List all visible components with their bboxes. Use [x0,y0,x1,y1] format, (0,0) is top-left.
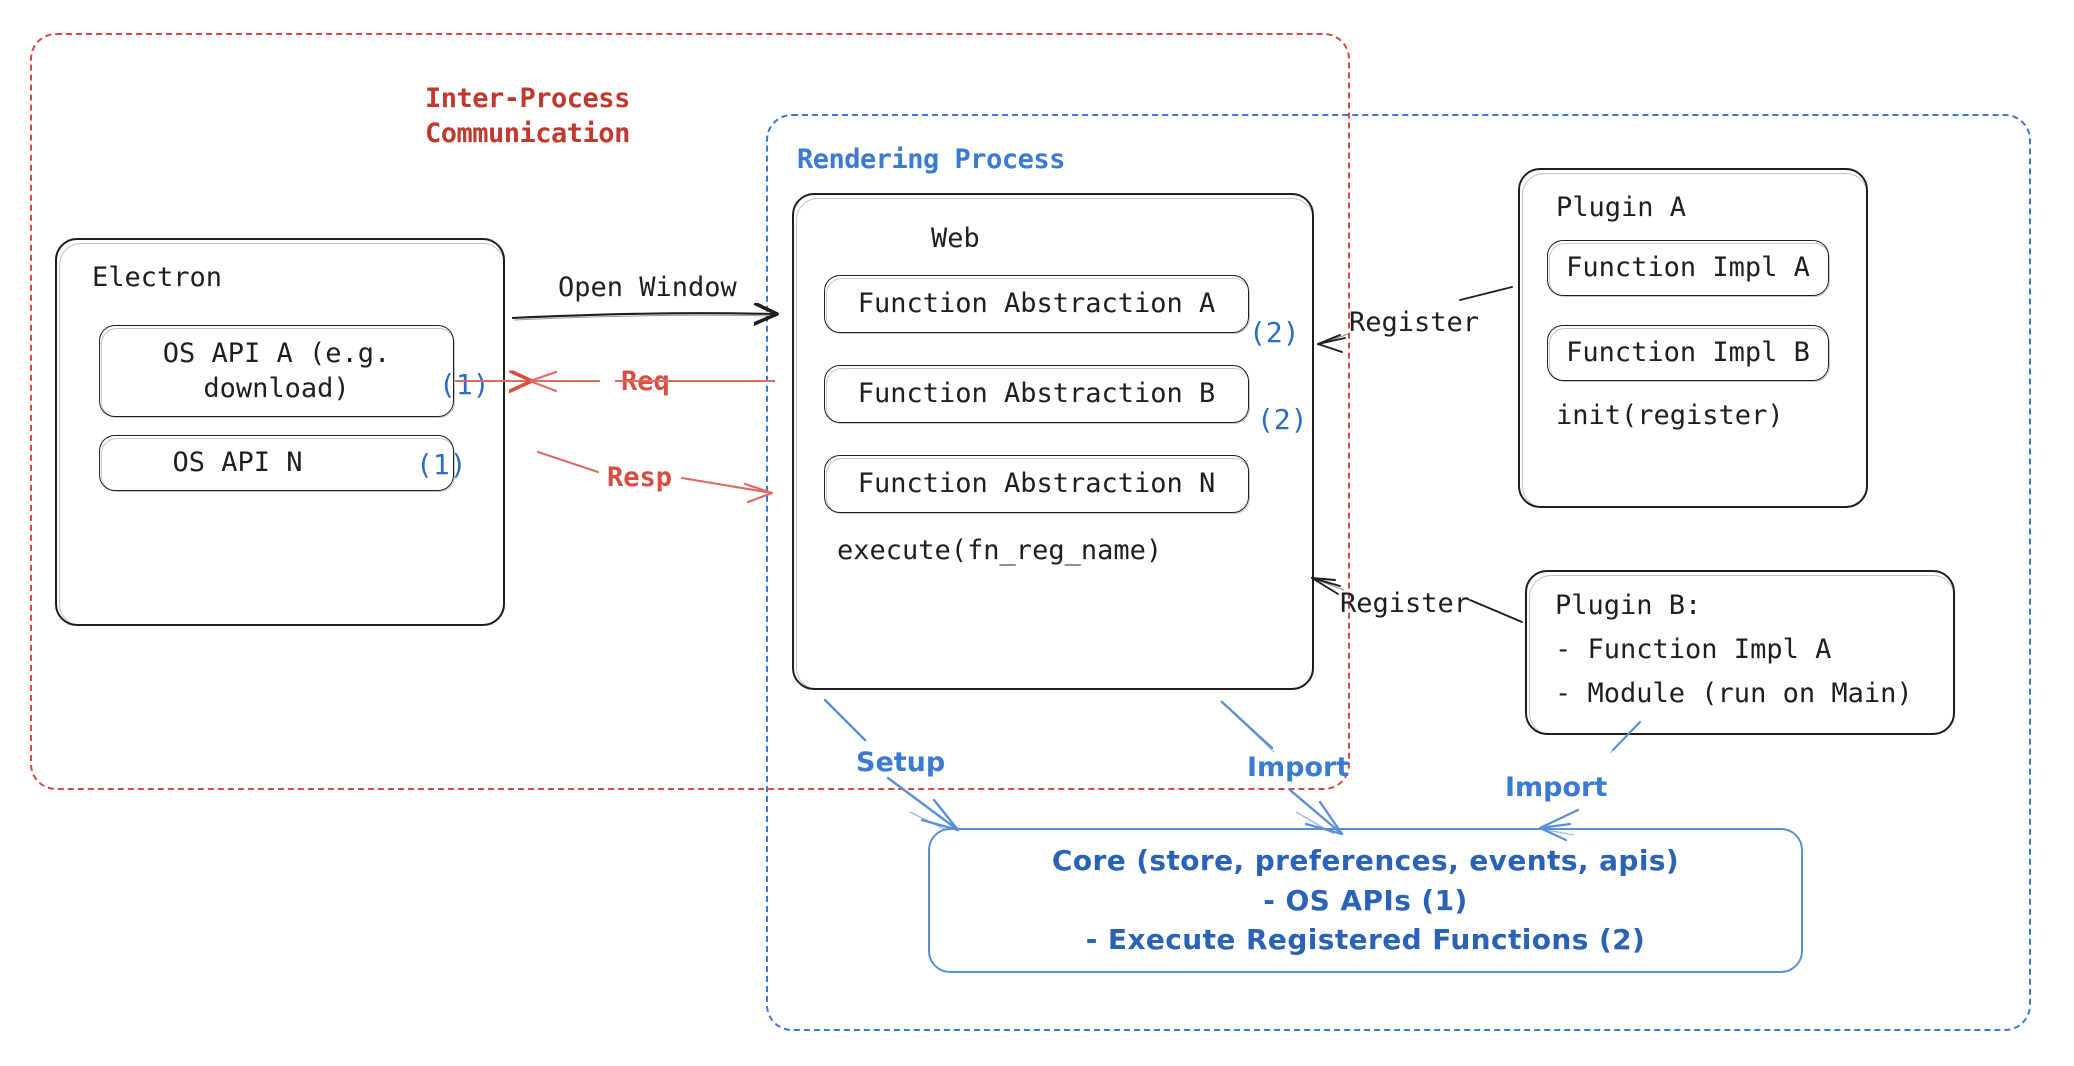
connector-label-import-plugin-b: Import [1505,772,1608,803]
os-api-n-box[interactable]: OS API N [99,435,455,492]
os-api-a-tag: (1) [439,368,490,401]
function-abstraction-a-tag: (2) [1249,316,1300,349]
connector-label-open-window: Open Window [558,272,737,303]
plugin-a-footer-init: init(register) [1556,400,1784,431]
function-abstraction-n-label: Function Abstraction N [857,468,1216,500]
core-line-2: - OS APIs (1) [1263,883,1468,917]
plugin-b-box[interactable]: Plugin B: - Function Impl A - Module (ru… [1525,570,1955,735]
group-label-rendering-process: Rendering Process [797,143,1065,178]
connector-label-register-plugin-a: Register [1349,307,1480,338]
os-api-n-tag: (1) [416,448,467,481]
connector-label-resp: Resp [607,462,673,493]
plugin-b-title: Plugin B: [1555,590,1702,621]
plugin-a-function-impl-a-box[interactable]: Function Impl A [1547,240,1830,297]
group-rendering-process [766,114,2031,1031]
plugin-a-function-impl-b-label: Function Impl B [1566,337,1810,369]
plugin-b-item-1: - Module (run on Main) [1555,678,1913,709]
core-line-3: - Execute Registered Functions (2) [1085,923,1646,957]
group-inter-process-communication [30,33,1350,790]
function-abstraction-b-label: Function Abstraction B [857,378,1216,410]
connector-label-import-web: Import [1247,752,1350,783]
function-abstraction-a-box[interactable]: Function Abstraction A [824,275,1250,334]
plugin-a-title: Plugin A [1556,192,1687,223]
rendering-label: Rendering Process [797,144,1065,175]
core-box[interactable]: Core (store, preferences, events, apis) … [928,828,1803,973]
os-api-a-box[interactable]: OS API A (e.g.download) [99,325,455,418]
core-line-1: Core (store, preferences, events, apis) [1051,843,1680,877]
os-api-n-label: OS API N [172,447,303,479]
function-abstraction-b-tag: (2) [1257,403,1308,436]
plugin-b-item-0: - Function Impl A [1555,634,1832,665]
connector-label-req: Req [621,366,670,397]
plugin-a-box[interactable]: Plugin A Function Impl A Function Impl B… [1518,168,1868,508]
function-abstraction-a-label: Function Abstraction A [857,288,1216,320]
function-abstraction-n-box[interactable]: Function Abstraction N [824,455,1250,514]
electron-title: Electron [92,262,223,293]
connector-label-register-plugin-b: Register [1340,588,1471,619]
plugin-a-function-impl-b-box[interactable]: Function Impl B [1547,325,1830,382]
web-title: Web [931,223,980,254]
function-abstraction-b-box[interactable]: Function Abstraction B [824,365,1250,424]
web-footer-execute: execute(fn_reg_name) [837,535,1163,566]
connector-label-setup: Setup [856,747,946,778]
electron-box[interactable]: Electron OS API A (e.g.download) (1) OS … [55,238,505,626]
ipc-label-line2: Communication [425,117,630,149]
ipc-label-line1: Inter-Process [425,83,630,114]
web-box[interactable]: Web Function Abstraction A Function Abst… [792,193,1314,690]
os-api-a-label: OS API A (e.g.download) [162,337,391,404]
plugin-a-function-impl-a-label: Function Impl A [1566,252,1810,284]
